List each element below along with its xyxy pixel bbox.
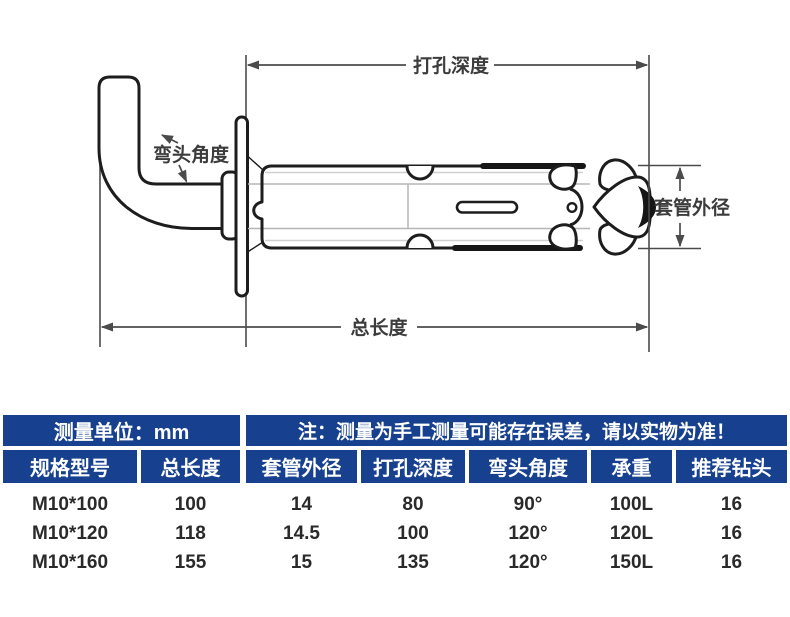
table-cell: 14 (290, 493, 313, 515)
elbow-angle-pointers (160, 134, 188, 183)
table-cell: 120° (508, 551, 548, 573)
petal-hole (566, 201, 578, 213)
column-header-elbow-angle: 弯头角度 (469, 450, 587, 483)
elbow-angle-label: 弯头角度 (153, 143, 230, 166)
table-cell: M10*100 (31, 493, 109, 515)
table-cell: 120° (508, 522, 548, 544)
anchor-tip (638, 186, 656, 228)
table-cell: 155 (174, 551, 207, 573)
column-header-drill-depth: 打孔深度 (361, 450, 465, 483)
table-cell: 16 (720, 551, 743, 573)
table-cell: M10*120 (31, 522, 109, 544)
sleeve-shape (253, 166, 558, 248)
table-cell: 100 (174, 493, 207, 515)
diameter-extent-lines (638, 55, 701, 352)
washer-shape (234, 115, 249, 298)
column-header-total-length: 总长度 (141, 450, 240, 483)
table-cell: 120L (609, 522, 654, 544)
column-header-drill-bit: 推荐钻头 (676, 450, 787, 483)
table-cell: 118 (175, 522, 206, 544)
table-cell: 90° (513, 493, 543, 515)
note-header-cell: 注：测量为手工测量可能存在误差，请以实物为准！ (246, 415, 787, 446)
crimp-dimple-bottom (405, 233, 435, 250)
table-cell: 100 (397, 522, 429, 544)
table-cell: M10*160 (31, 551, 109, 573)
column-header-sleeve-diameter: 套管外径 (246, 450, 357, 483)
column-header-model: 规格型号 (3, 450, 137, 483)
hook-shape (97, 75, 225, 230)
sleeve-diameter-label: 套管外径 (653, 196, 730, 219)
table-cell: 150L (609, 551, 654, 573)
anchor-bolt-diagram: 打孔深度 弯头角度 套管外径 总长度 (97, 54, 730, 352)
table-cell: 80 (402, 493, 424, 515)
total-length-label: 总长度 (350, 316, 408, 339)
table-cell: 14.5 (283, 522, 320, 544)
table-cell: 16 (720, 493, 743, 515)
unit-header-cell: 测量单位：mm (3, 415, 240, 446)
expansion-petals (548, 158, 656, 256)
crimp-dimple-top (405, 164, 435, 181)
column-header-load: 承重 (591, 450, 672, 483)
spec-table: 测量单位：mm 注：测量为手工测量可能存在误差，请以实物为准！ 规格型号 总长度… (3, 415, 787, 577)
table-cell: 135 (397, 551, 429, 573)
sleeve-slot (455, 200, 519, 214)
table-cell: 16 (720, 522, 743, 544)
table-cell: 100L (609, 493, 654, 515)
drill-depth-label: 打孔深度 (413, 54, 490, 77)
table-cell: 15 (290, 551, 313, 573)
